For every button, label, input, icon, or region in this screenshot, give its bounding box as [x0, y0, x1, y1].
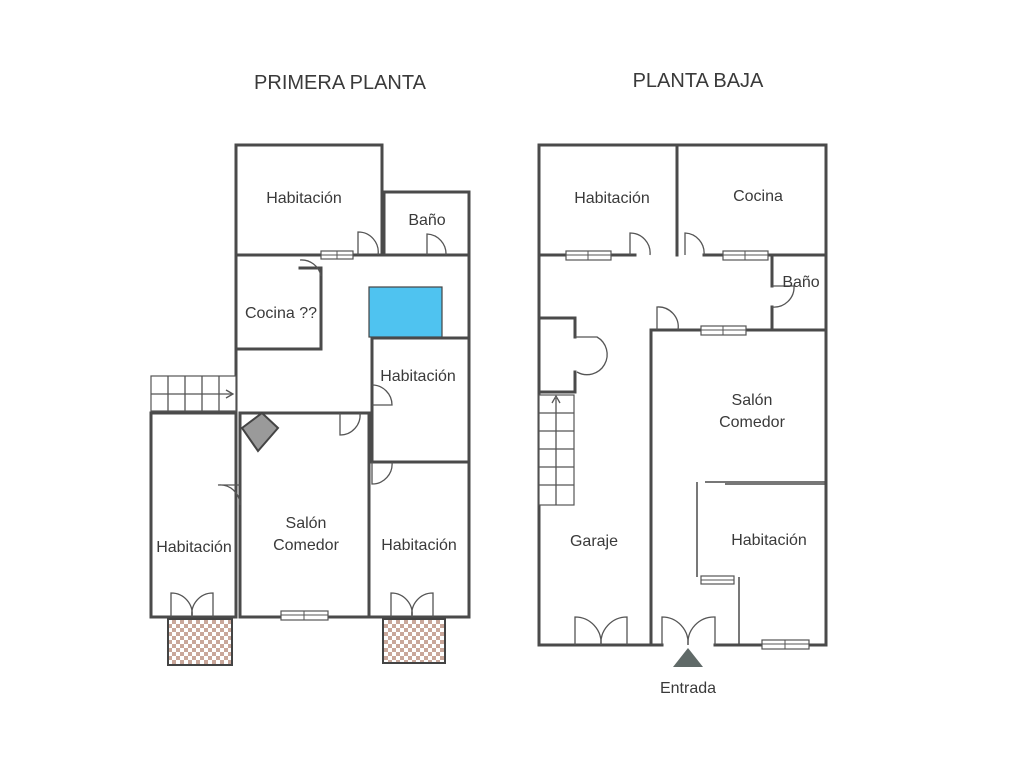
- pp-terrace-right: [382, 618, 446, 664]
- pp-label-habitacion-bottom-right: Habitación: [381, 537, 457, 554]
- pp-pool: [368, 286, 443, 338]
- pb-label-salon-1: Salón: [732, 392, 773, 409]
- pb-entrance-marker: [673, 648, 703, 667]
- pp-room-cocina: [234, 266, 323, 351]
- pb-window-cocina: [722, 250, 769, 261]
- pb-label-habitacion-top: Habitación: [574, 190, 650, 207]
- pp-terrace-left: [167, 618, 233, 666]
- pp-room-habitacion-top: [234, 143, 384, 257]
- title-planta-baja: PLANTA BAJA: [633, 70, 764, 92]
- pp-label-habitacion-mid-right: Habitación: [380, 368, 456, 385]
- pp-label-salon-2: Comedor: [273, 537, 339, 554]
- title-primera-planta: PRIMERA PLANTA: [254, 72, 427, 94]
- pp-window-salon: [280, 610, 329, 621]
- pb-window-habitacion-side: [700, 575, 735, 585]
- pp-label-habitacion-top: Habitación: [266, 190, 342, 207]
- pb-window-salon-top: [700, 325, 747, 336]
- pp-stairs: [150, 375, 237, 412]
- pb-stairs: [538, 394, 575, 506]
- pb-label-habitacion: Habitación: [731, 532, 807, 549]
- pb-label-salon-2: Comedor: [719, 414, 785, 431]
- planta-baja: Habitación Cocina Baño Salón Comedor Hab…: [537, 143, 828, 697]
- pb-label-bano: Baño: [782, 274, 819, 291]
- pp-label-habitacion-left: Habitación: [156, 539, 232, 556]
- pp-chimney: [240, 411, 280, 453]
- pp-room-habitacion-mid-right: [370, 336, 471, 464]
- pp-room-habitacion-left: [149, 411, 238, 619]
- primera-planta: Habitación Baño Cocina ?? Habitación Hab…: [149, 143, 471, 666]
- pp-window-top: [320, 250, 354, 260]
- pp-room-habitacion-bottom-right: [367, 460, 471, 619]
- pb-window-habitacion-bottom: [761, 639, 810, 650]
- pp-doors: [170, 231, 447, 618]
- pb-doors: [574, 232, 795, 646]
- pb-window-habitacion: [565, 250, 612, 261]
- pb-label-cocina: Cocina: [733, 188, 783, 205]
- pb-label-entrada: Entrada: [660, 680, 716, 697]
- pp-label-salon-1: Salón: [286, 515, 327, 532]
- pp-label-cocina: Cocina ??: [245, 305, 317, 322]
- pb-label-garaje: Garaje: [570, 533, 618, 550]
- pp-label-bano: Baño: [408, 212, 445, 229]
